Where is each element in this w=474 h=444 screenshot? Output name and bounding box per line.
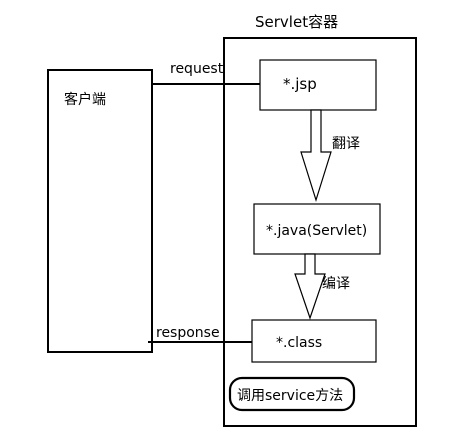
translate-arrow — [300, 109, 332, 203]
compile-label: 编译 — [322, 276, 350, 292]
servlet-container-title: Servlet容器 — [255, 13, 338, 31]
service-method-label: 调用service方法 — [237, 388, 343, 404]
client-label: 客户端 — [64, 91, 106, 108]
class-box — [251, 319, 377, 363]
request-label: request — [170, 61, 224, 77]
java-servlet-box — [253, 203, 381, 255]
servlet-container-box — [223, 37, 417, 427]
client-box — [47, 69, 153, 353]
service-method-box — [228, 376, 356, 412]
jsp-box — [259, 59, 377, 111]
response-label: response — [156, 325, 220, 341]
compile-arrow — [294, 253, 326, 320]
class-label: *.class — [276, 335, 322, 351]
java-servlet-label: *.java(Servlet) — [266, 223, 367, 239]
translate-label: 翻译 — [332, 136, 360, 152]
jsp-label: *.jsp — [283, 75, 317, 93]
